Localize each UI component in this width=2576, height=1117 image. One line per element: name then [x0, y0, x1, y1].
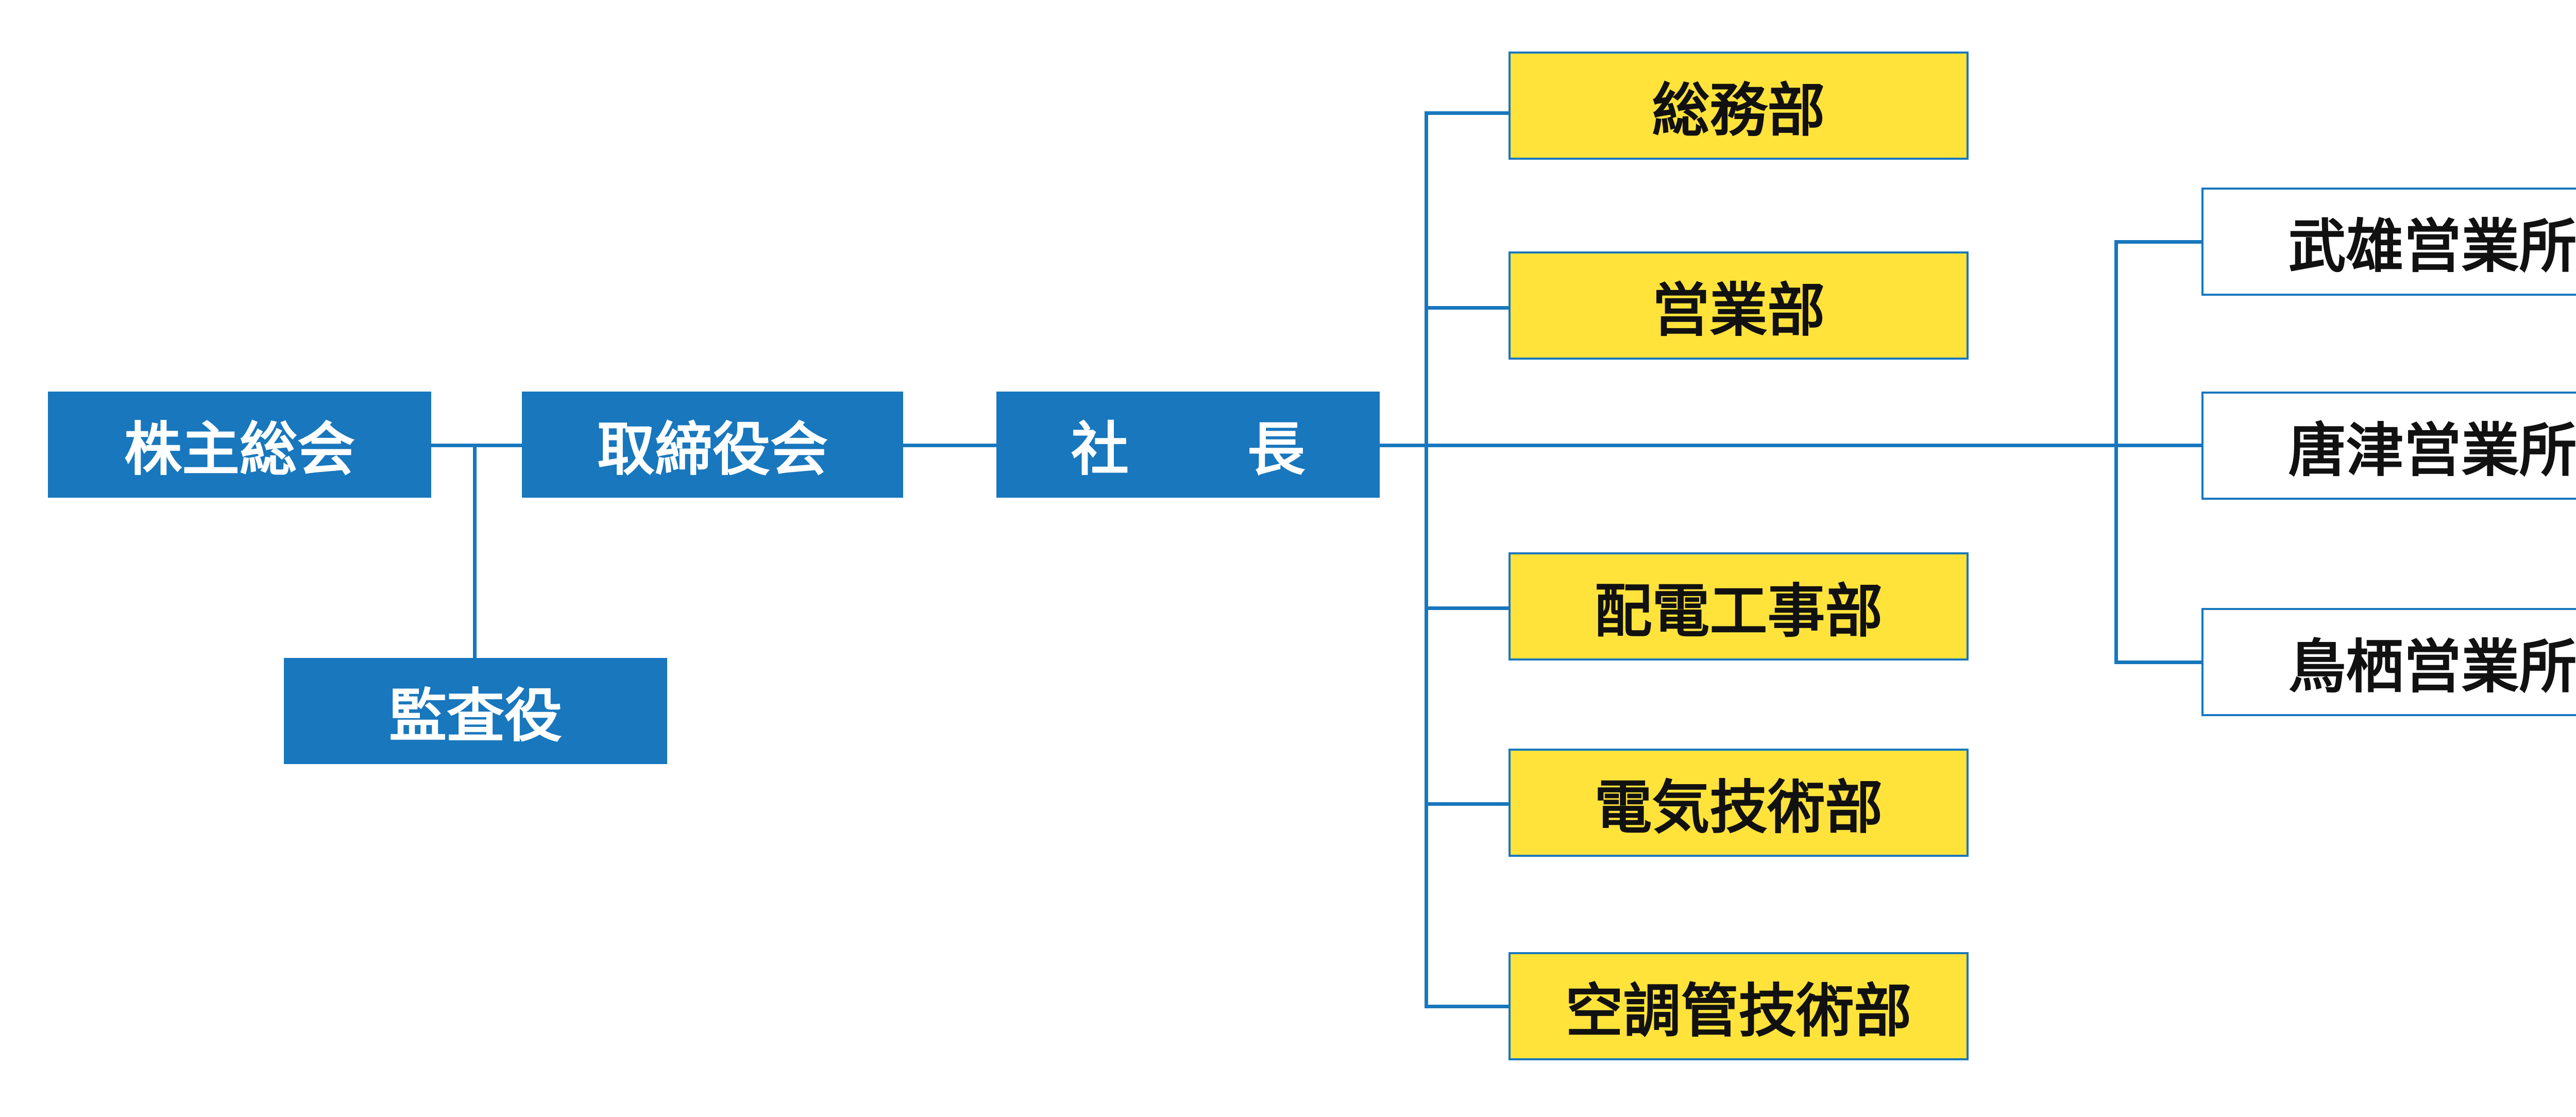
- department-vertical-bus: [1425, 111, 1428, 1008]
- auditor-box: 監査役: [284, 658, 667, 764]
- office-label: 唐津営業所: [2288, 417, 2576, 484]
- department-label: 配電工事部: [1594, 578, 1883, 645]
- board-of-directors-box: 取締役会: [522, 392, 903, 498]
- office-label: 武雄営業所: [2288, 213, 2576, 280]
- shareholders-meeting-label: 株主総会: [124, 416, 355, 483]
- office-karatsu-box: 唐津営業所: [2201, 392, 2576, 500]
- connector-board-president: [903, 444, 996, 447]
- president-label-part2: 長: [1247, 416, 1305, 483]
- president-box: 社 長: [996, 392, 1380, 498]
- office-vertical-bus: [2114, 240, 2118, 664]
- branch-haiden: [1425, 606, 1512, 610]
- branch-somu: [1425, 111, 1512, 115]
- president-label-part1: 社: [1071, 416, 1129, 483]
- department-haiden-box: 配電工事部: [1509, 552, 1969, 661]
- department-denki-box: 電気技術部: [1509, 749, 1969, 857]
- branch-denki: [1425, 802, 1512, 806]
- branch-tosu: [2114, 661, 2201, 664]
- department-somu-box: 総務部: [1509, 52, 1969, 160]
- office-label: 鳥栖営業所: [2288, 634, 2576, 701]
- office-takeo-box: 武雄営業所: [2201, 188, 2576, 296]
- branch-karatsu: [2114, 444, 2201, 447]
- branch-eigyo: [1425, 306, 1512, 310]
- branch-takeo: [2114, 240, 2201, 244]
- connector-auditor: [473, 444, 477, 660]
- branch-kucho: [1425, 1005, 1512, 1008]
- department-kucho-box: 空調管技術部: [1509, 952, 1969, 1060]
- board-of-directors-label: 取締役会: [597, 416, 828, 483]
- department-label: 総務部: [1652, 77, 1825, 144]
- connector-shareholders-board: [431, 444, 522, 447]
- shareholders-meeting-box: 株主総会: [48, 392, 431, 498]
- department-label: 営業部: [1652, 277, 1825, 344]
- office-tosu-box: 鳥栖営業所: [2201, 608, 2576, 716]
- department-label: 電気技術部: [1594, 774, 1883, 841]
- connector-president-trunk: [1380, 444, 2201, 447]
- auditor-label: 監査役: [389, 683, 562, 750]
- department-label: 空調管技術部: [1565, 978, 1912, 1045]
- department-eigyo-box: 営業部: [1509, 251, 1969, 360]
